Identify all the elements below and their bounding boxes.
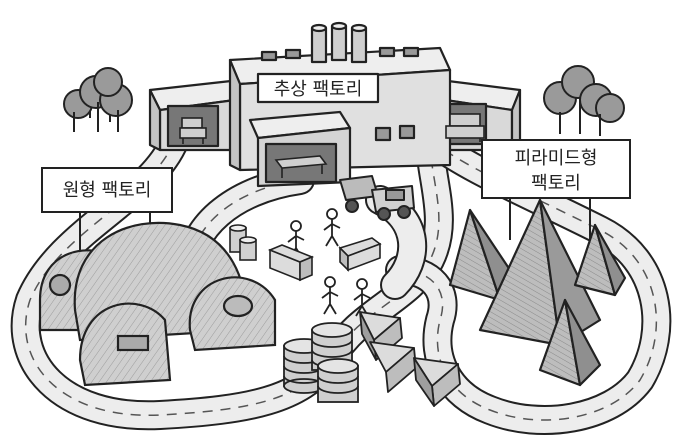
pyramid-factory-sign-line2: 팩토리 [531,173,581,194]
abstract-factory-sign: 추상 팩토리 [274,79,363,100]
pyramid-factory-signpost [481,139,631,240]
tree-icon [63,67,133,132]
tree-icon [543,65,625,136]
stacked-coins [229,224,257,261]
round-factory-signpost [41,167,173,250]
table-icon [274,155,328,178]
pyramid-factory-sign-line1: 피라미드형 [515,148,598,169]
worker-icon [287,208,371,317]
truck-icon [339,175,415,221]
stacked-coins [283,322,359,403]
sofa-icon [445,113,485,142]
stacked-triangles [359,311,461,407]
dome-building [38,221,277,387]
pyramid-building [448,198,627,387]
round-factory-sign: 원형 팩토리 [63,180,152,201]
stacked-bricks [267,237,382,282]
chair-icon [179,117,207,144]
